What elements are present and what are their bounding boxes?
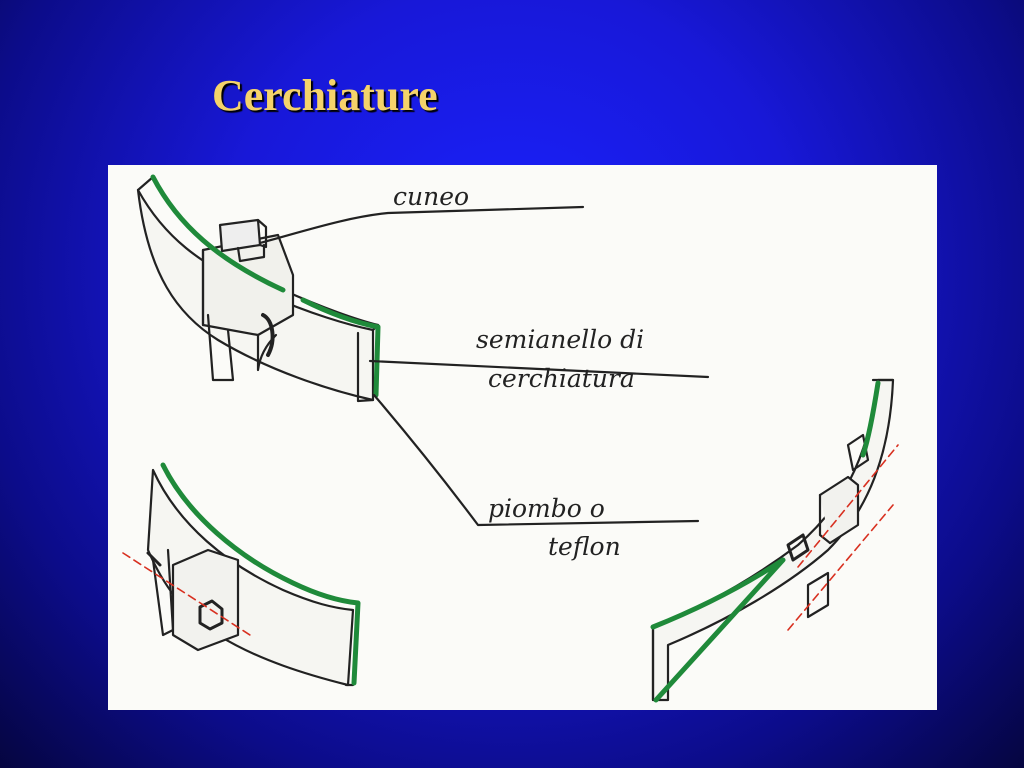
label-semianello-line1: semianello di [476,325,644,354]
leader-piombo [372,393,700,527]
label-cuneo: cuneo [393,182,469,211]
slide-title: Cerchiature [212,71,438,120]
leader-semianello [368,359,710,379]
leader-cuneo [258,205,585,245]
label-piombo-line2: teflon [548,532,621,561]
bottom-right-ring [651,378,895,702]
sketch-image: cuneo semianello di cerchiatura piombo o… [108,165,937,710]
hoop-diagram: cuneo semianello di cerchiatura piombo o… [122,174,899,703]
bottom-left-ring [146,463,360,687]
label-piombo-line1: piombo o [488,494,605,523]
label-semianello-line2: cerchiatura [488,364,635,393]
